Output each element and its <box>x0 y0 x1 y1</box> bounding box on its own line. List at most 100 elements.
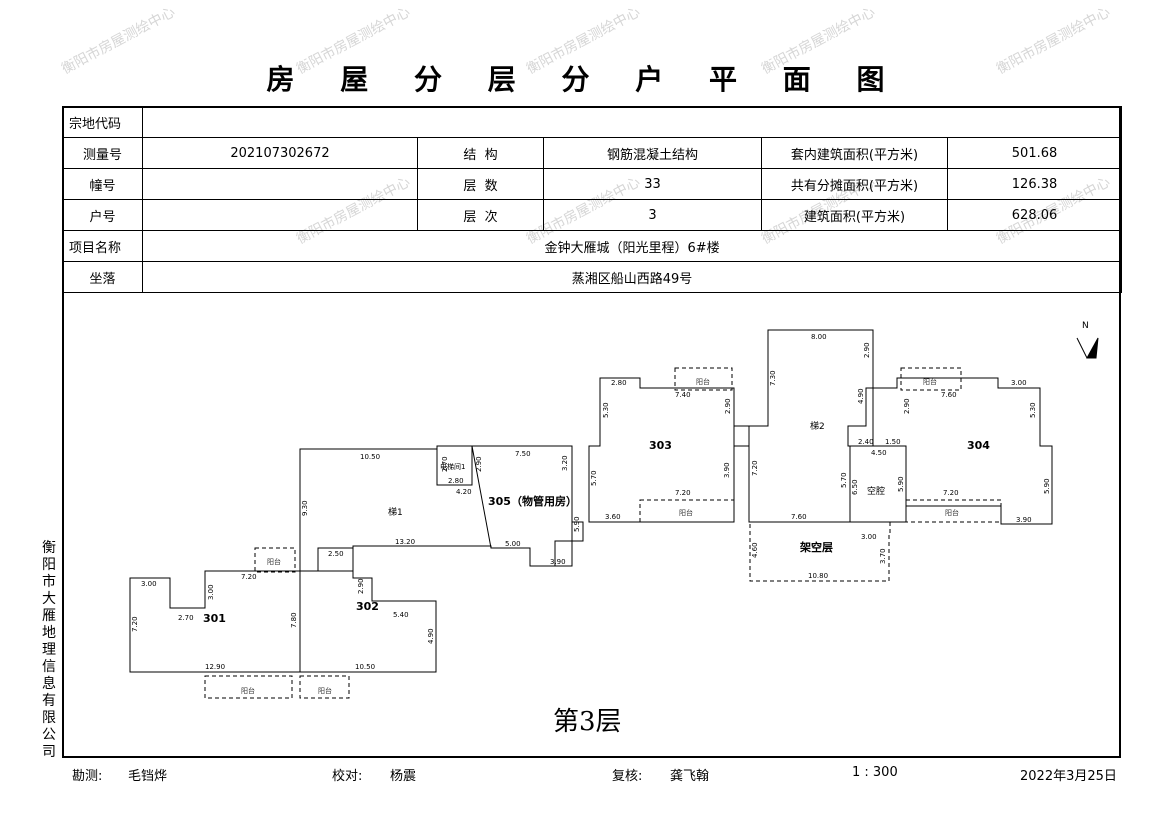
dim-label: 7.60 <box>941 391 957 399</box>
unit-305-label: 305（物管用房） <box>488 494 577 508</box>
unit-304-label: 304 <box>967 439 990 452</box>
dim-label: 12.90 <box>205 663 225 671</box>
unit-301-label: 301 <box>203 612 226 625</box>
dim-label: 3.00 <box>861 533 877 541</box>
xiangmu-value: 金钟大雁城（阳光里程）6#楼 <box>141 230 1123 262</box>
jiakong-label: 架空层 <box>799 540 833 554</box>
dim-label: 3.90 <box>1016 516 1032 524</box>
balcony-label: 阳台 <box>945 508 959 517</box>
jianzhu-label: 建筑面积(平方米) <box>761 199 948 231</box>
dim-label: 7.20 <box>131 616 139 632</box>
balcony-label: 阳台 <box>923 377 937 386</box>
scale-label: 1 : 300 <box>852 765 898 780</box>
balcony-label: 阳台 <box>696 377 710 386</box>
dim-label: 3.90 <box>723 462 731 478</box>
unit-304-outline <box>872 377 1053 525</box>
dim-label: 3.70 <box>879 548 887 564</box>
dim-label: 2.90 <box>724 398 732 414</box>
dim-label: 2.70 <box>441 456 449 472</box>
balcony-outline <box>900 367 962 391</box>
unit-303-label: 303 <box>649 439 672 452</box>
balcony-outline <box>254 547 296 573</box>
zuoluo-label: 坐落 <box>62 261 143 293</box>
jiakong-outline <box>749 521 891 582</box>
dim-label: 8.00 <box>811 333 827 341</box>
dim-label: 7.20 <box>943 489 959 497</box>
balcony-outline <box>905 499 1002 523</box>
balcony-outline <box>204 675 293 699</box>
dim-label: 5.40 <box>393 611 409 619</box>
info-table: 宗地代码 测量号 202107302672 结 构 钢筋混凝土结构 套内建筑面积… <box>62 106 1123 293</box>
dim-label: 5.30 <box>602 402 610 418</box>
unit-305-outline <box>471 445 584 567</box>
dim-label: 5.90 <box>897 476 905 492</box>
north-arrow-icon <box>1076 337 1099 359</box>
dim-label: 2.90 <box>863 342 871 358</box>
dim-label: 7.50 <box>515 450 531 458</box>
dim-label: 4.50 <box>871 449 887 457</box>
balcony-outline <box>299 675 350 699</box>
dim-label: 5.70 <box>840 472 848 488</box>
dim-label: 7.20 <box>675 489 691 497</box>
jiaodui-name: 杨震 <box>390 769 417 784</box>
gongyou-value: 126.38 <box>946 168 1123 200</box>
stair-1-label: 梯1 <box>388 506 403 518</box>
unit-301-outline <box>129 570 301 673</box>
dim-label: 2.50 <box>328 550 344 558</box>
zuoluo-value: 蒸湘区船山西路49号 <box>141 261 1123 293</box>
balcony-label: 阳台 <box>267 557 281 566</box>
floor-label: 第3层 <box>553 707 622 737</box>
dim-label: 5.90 <box>1043 478 1051 494</box>
dim-label: 2.90 <box>357 578 365 594</box>
censhu-value: 33 <box>543 168 762 200</box>
dim-label: 2.90 <box>903 398 911 414</box>
dim-label: 3.00 <box>141 580 157 588</box>
elevator-outline <box>436 445 473 486</box>
balcony-outline <box>674 367 733 391</box>
dim-label: 10.50 <box>360 453 380 461</box>
kongqiang-label: 空腔 <box>867 485 885 497</box>
dim-label: 5.90 <box>573 516 581 532</box>
dim-label: 5.00 <box>505 540 521 548</box>
gongyou-label: 共有分摊面积(平方米) <box>761 168 948 200</box>
dim-label: 7.60 <box>791 513 807 521</box>
taonei-value: 501.68 <box>946 137 1123 169</box>
dim-label: 3.20 <box>561 455 569 471</box>
elevator-label: 电梯间1 <box>440 462 465 471</box>
dim-label: 10.80 <box>808 572 828 580</box>
balcony-outline <box>639 499 735 523</box>
dim-label: 4.90 <box>857 388 865 404</box>
stair-2-label: 梯2 <box>810 420 825 432</box>
jiaodui-label: 校对: <box>332 769 363 784</box>
zongdi-label: 宗地代码 <box>62 106 143 138</box>
dim-label: 2.40 <box>858 438 874 446</box>
dim-label: 4.60 <box>751 542 759 558</box>
dim-label: 6.50 <box>851 479 859 495</box>
kance-label: 勘测: <box>72 769 103 784</box>
dim-label: 4.20 <box>456 488 472 496</box>
floor-plan: 301 302 303 304 305（物管用房） 架空层 梯1 梯2 空腔 电… <box>129 321 1099 737</box>
balcony-label: 阳台 <box>679 508 693 517</box>
dim-label: 7.30 <box>769 370 777 386</box>
dim-label: 3.60 <box>605 513 621 521</box>
jiegou-value: 钢筋混凝土结构 <box>543 137 762 169</box>
dim-label: 10.50 <box>355 663 375 671</box>
dim-label: 3.00 <box>1011 379 1027 387</box>
dim-label: 2.70 <box>178 614 194 622</box>
date-label: 2022年3月25日 <box>1020 769 1117 784</box>
dim-label: 7.80 <box>290 612 298 628</box>
balcony-label: 阳台 <box>241 686 255 695</box>
zhuang-value <box>142 168 418 200</box>
fuhe-name: 龚飞翰 <box>670 769 710 784</box>
hu-label: 户号 <box>62 199 143 231</box>
dim-label: 2.80 <box>611 379 627 387</box>
dim-label: 1.50 <box>885 438 901 446</box>
unit-302-outline <box>299 547 437 673</box>
zhuang-label: 幢号 <box>62 168 143 200</box>
dim-label: 4.90 <box>427 628 435 644</box>
company-side-text: 衡阳市大雁地理信息有限公司 <box>42 540 56 760</box>
dim-label: 7.20 <box>241 573 257 581</box>
dim-label: 5.70 <box>590 470 598 486</box>
dim-label: 9.30 <box>301 500 309 516</box>
dim-label: 3.00 <box>207 584 215 600</box>
